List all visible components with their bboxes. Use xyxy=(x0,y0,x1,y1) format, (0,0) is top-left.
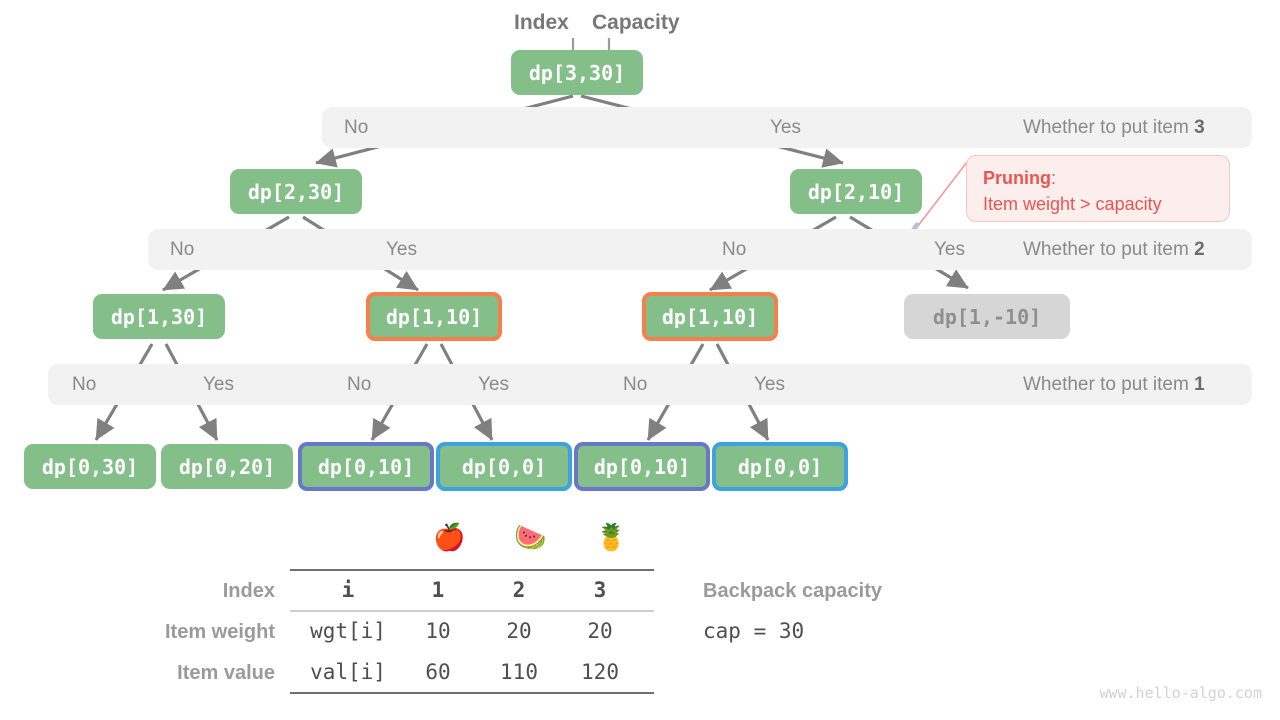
band-item-3 xyxy=(322,107,1252,148)
node-dp-1-30[interactable]: dp[1,30] xyxy=(93,294,225,339)
pineapple-icon: 🍍 xyxy=(595,522,628,552)
band-item-1-label-yes-1: Yes xyxy=(203,374,234,395)
band-item-2 xyxy=(148,229,1252,270)
table-rowlabel-item-weight: Item weight xyxy=(164,621,275,643)
table-rule-top xyxy=(290,569,654,571)
band-item-2-label-no-2: No xyxy=(722,239,747,260)
band-item-2-label-no-1: No xyxy=(170,239,195,260)
band-item-3-title-item: 3 xyxy=(1194,117,1205,138)
band-item-1-label-yes-3: Yes xyxy=(754,374,785,395)
band-item-2-title-item: 2 xyxy=(1194,239,1205,260)
band-item-3-title: Whether to put item 3 xyxy=(1023,117,1205,139)
node-dp-1-10-right[interactable]: dp[1,10] xyxy=(642,292,778,341)
caption-index: Index xyxy=(514,11,569,34)
node-dp-0-0-left[interactable]: dp[0,0] xyxy=(436,442,572,491)
band-item-3-label-yes: Yes xyxy=(770,117,801,138)
table-cell-weight-1: 10 xyxy=(425,619,451,643)
node-dp-2-10[interactable]: dp[2,10] xyxy=(790,169,922,214)
band-item-1-title: Whether to put item 1 xyxy=(1023,374,1205,396)
band-item-2-label-yes-1: Yes xyxy=(386,239,417,260)
table-rule-mid xyxy=(290,610,654,612)
apple-icon: 🍎 xyxy=(433,522,466,552)
band-item-1 xyxy=(48,364,1252,405)
band-item-2-title: Whether to put item 2 xyxy=(1023,239,1205,261)
table-rowlabel-index: Index xyxy=(222,580,275,602)
node-dp-1-10-left[interactable]: dp[1,10] xyxy=(366,292,502,341)
watermark: www.hello-algo.com xyxy=(1099,684,1262,702)
table-cell-index-name: i xyxy=(341,578,355,602)
node-dp-0-10-right[interactable]: dp[0,10] xyxy=(574,442,710,491)
table-cell-value-1: 60 xyxy=(425,660,451,684)
band-item-1-title-text: Whether to put item xyxy=(1023,374,1195,395)
table-rowlabel-item-value: Item value xyxy=(177,662,275,684)
node-dp-0-10-left[interactable]: dp[0,10] xyxy=(298,442,434,491)
table-cell-index-3: 3 xyxy=(593,578,607,602)
table-cell-value-name: val[i] xyxy=(310,660,386,684)
table-cell-weight-name: wgt[i] xyxy=(310,619,386,643)
caption-capacity: Capacity xyxy=(592,11,680,34)
backpack-capacity-value: cap = 30 xyxy=(703,619,805,643)
band-item-3-title-text: Whether to put item xyxy=(1023,117,1195,138)
table-rule-bottom xyxy=(290,692,654,694)
table-cell-weight-2: 20 xyxy=(506,619,532,643)
node-dp-2-30[interactable]: dp[2,30] xyxy=(230,169,362,214)
pruning-title: Pruning xyxy=(983,168,1051,188)
node-dp-0-20[interactable]: dp[0,20] xyxy=(161,444,293,489)
watermelon-icon: 🍉 xyxy=(514,522,547,552)
band-item-1-label-no-2: No xyxy=(347,374,372,395)
band-item-3-label-no: No xyxy=(344,117,369,138)
band-item-2-label-yes-2: Yes xyxy=(934,239,965,260)
node-dp-1-minus10[interactable]: dp[1,-10] xyxy=(904,294,1070,339)
pruning-colon: : xyxy=(1051,168,1057,188)
table-cell-value-2: 110 xyxy=(500,660,538,684)
node-dp-3-30[interactable]: dp[3,30] xyxy=(511,50,643,95)
pruning-title-line: Pruning: xyxy=(983,165,1213,191)
node-dp-0-30[interactable]: dp[0,30] xyxy=(24,444,156,489)
pruning-callout: Pruning: Item weight > capacity xyxy=(966,155,1230,222)
pruning-reason: Item weight > capacity xyxy=(983,194,1162,215)
band-item-1-label-no-1: No xyxy=(72,374,97,395)
table-cell-index-2: 2 xyxy=(512,578,526,602)
table-cell-value-3: 120 xyxy=(581,660,619,684)
node-dp-0-0-right[interactable]: dp[0,0] xyxy=(712,442,848,491)
band-item-1-label-no-3: No xyxy=(623,374,648,395)
backpack-capacity-label: Backpack capacity xyxy=(703,580,883,602)
table-cell-index-1: 1 xyxy=(431,578,445,602)
band-item-1-title-item: 1 xyxy=(1194,374,1205,395)
band-item-2-title-text: Whether to put item xyxy=(1023,239,1195,260)
table-cell-weight-3: 20 xyxy=(587,619,613,643)
band-item-1-label-yes-2: Yes xyxy=(478,374,509,395)
